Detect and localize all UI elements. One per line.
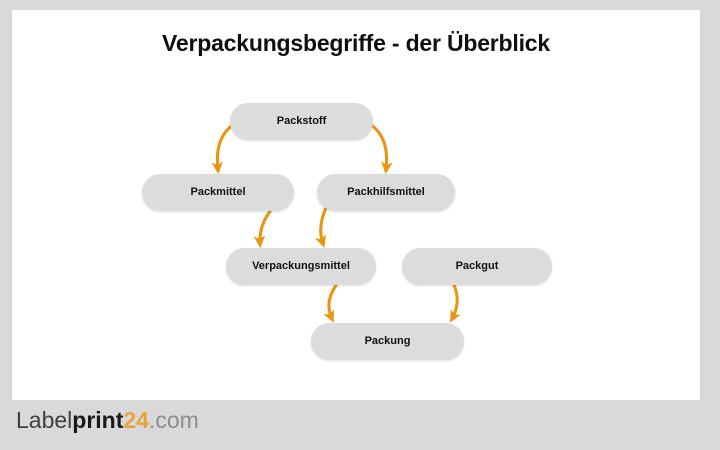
slide-canvas: Verpackungsbegriffe - der Überblick [12, 10, 700, 400]
node-label: Packung [364, 335, 411, 347]
node-packmittel[interactable]: Packmittel [142, 174, 294, 211]
logo-part-print: print [72, 407, 124, 433]
labelprint24-logo[interactable]: Labelprint24.com [16, 409, 199, 432]
footer: Labelprint24.com [0, 400, 720, 450]
node-label: Packmittel [190, 186, 246, 198]
node-label: Packgut [455, 260, 499, 272]
node-label: Packstoff [276, 115, 327, 127]
node-packgut[interactable]: Packgut [402, 248, 552, 285]
node-packhilfsmittel[interactable]: Packhilfsmittel [317, 174, 455, 211]
node-verpackungsmittel[interactable]: Verpackungsmittel [226, 248, 376, 285]
node-label: Packhilfsmittel [347, 186, 425, 198]
logo-part-com: .com [148, 407, 199, 433]
node-label: Verpackungsmittel [252, 260, 350, 272]
flowchart-diagram: Packstoff Packmittel Packhilfsmittel Ver… [12, 10, 700, 400]
page-title: Verpackungsbegriffe - der Überblick [162, 30, 550, 56]
node-packung[interactable]: Packung [311, 323, 464, 360]
logo-part-label: Label [16, 407, 73, 433]
logo-part-24: 24 [123, 407, 149, 433]
node-packstoff[interactable]: Packstoff [230, 103, 373, 140]
